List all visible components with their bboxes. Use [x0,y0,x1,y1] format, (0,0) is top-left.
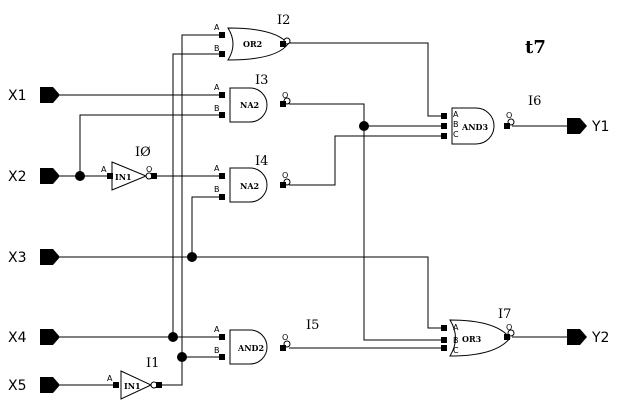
svg-text:A: A [453,110,459,119]
svg-text:A: A [453,323,459,332]
svg-text:O: O [146,165,152,174]
input-port-x2: X2 [8,168,60,185]
svg-text:O: O [282,171,288,180]
gate-i0-in1: A IN1 IØ O [101,145,157,191]
svg-text:A: A [107,374,113,383]
svg-text:A: A [214,164,220,173]
svg-text:B: B [214,44,220,53]
svg-text:NA2: NA2 [240,181,259,191]
svg-text:A: A [214,83,220,92]
wire-i2-out [289,42,444,117]
svg-text:O: O [506,111,512,120]
gate-i7-or3: A B C OR3 I7 O [441,307,515,357]
wire-x3-branch [191,196,222,257]
wires [60,34,567,386]
svg-text:B: B [453,120,459,129]
svg-text:I3: I3 [255,73,268,88]
gate-i1-in1: A IN1 I1 [107,356,162,400]
svg-text:O: O [282,333,288,342]
svg-text:A: A [214,23,220,32]
svg-text:O: O [506,323,512,332]
input-port-x1: X1 [8,87,60,104]
svg-text:B: B [214,185,220,194]
diagram-title: t7 [525,37,546,58]
gate-i2-or2: A B OR2 I2 [214,13,291,61]
svg-text:OR3: OR3 [462,334,482,344]
input-port-x4: X4 [8,329,60,346]
svg-text:X2: X2 [8,169,27,185]
svg-text:C: C [453,130,459,139]
junctions [75,121,369,362]
output-ports: Y1 Y2 [567,118,609,346]
junction-dot [359,121,369,131]
wire-i4-out [289,135,444,186]
svg-text:B: B [214,346,220,355]
svg-text:X1: X1 [8,88,27,104]
svg-text:I1: I1 [146,356,159,371]
svg-text:O: O [282,91,288,100]
svg-text:B: B [453,336,459,345]
svg-text:B: B [214,104,220,113]
junction-dot [168,332,178,342]
wire-x2-branch [79,114,222,176]
junction-dot [177,352,187,362]
svg-text:A: A [214,325,220,334]
svg-text:I7: I7 [498,307,511,322]
wire-x3 [60,256,444,329]
svg-text:X5: X5 [8,378,27,394]
svg-text:AND2: AND2 [237,343,264,353]
svg-text:I6: I6 [528,94,541,109]
svg-text:X4: X4 [8,330,27,346]
svg-text:IN1: IN1 [124,381,141,391]
input-port-x5: X5 [8,377,60,394]
svg-text:I2: I2 [277,13,290,28]
output-port-y1: Y1 [567,118,609,135]
svg-text:C: C [453,346,459,355]
input-ports: X1 X2 X3 X4 X5 [8,87,60,394]
svg-text:I4: I4 [255,154,268,169]
junction-dot [187,252,197,262]
svg-text:A: A [101,165,107,174]
svg-text:AND3: AND3 [461,122,488,132]
svg-text:NA2: NA2 [240,100,259,110]
svg-text:Y2: Y2 [591,330,609,346]
gate-i6-and3: A B C AND3 I6 O [441,94,541,145]
gate-i4-na2: A B NA2 I4 O [214,154,291,203]
svg-text:Y1: Y1 [591,119,609,135]
wire-i3-out [289,103,444,341]
input-port-x3: X3 [8,249,60,266]
gate-i3-na2: A B NA2 I3 O [214,73,291,123]
svg-text:IN1: IN1 [115,172,132,182]
svg-text:I5: I5 [306,318,319,333]
gate-i5-and2: A B AND2 I5 O [214,318,319,365]
wire-i1-out [157,34,222,386]
junction-dot [75,171,85,181]
output-port-y2: Y2 [567,329,609,346]
svg-text:X3: X3 [8,250,27,266]
svg-text:OR2: OR2 [243,39,262,49]
svg-text:IØ: IØ [135,145,151,160]
wire-x4-branch [172,53,222,337]
